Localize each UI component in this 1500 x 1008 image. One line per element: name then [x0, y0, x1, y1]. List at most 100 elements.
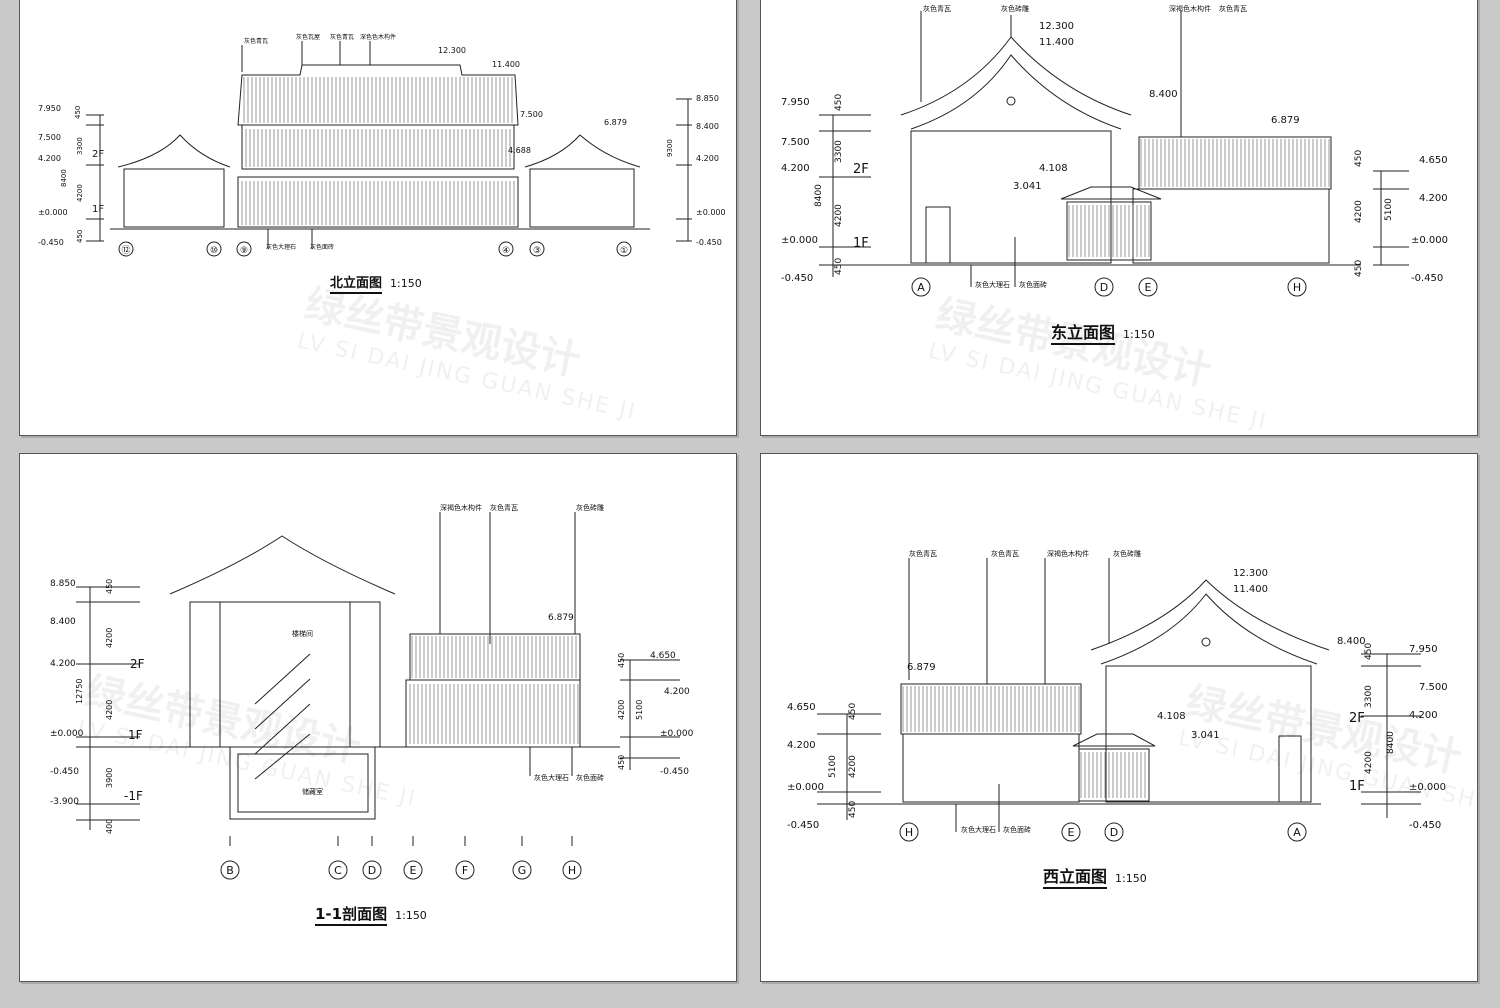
material-note: 灰色大理石 — [961, 825, 996, 834]
section-axis-markers: B C D E F G H — [220, 860, 582, 880]
level-label: 8.850 — [696, 94, 719, 103]
east-level-labels: 7.950 7.500 4.200 ±0.000 -0.450 4.650 4.… — [781, 21, 1448, 284]
level-label: ±0.000 — [50, 729, 84, 739]
dim-label: 3300 — [76, 137, 84, 155]
level-label: 12.300 — [438, 46, 466, 55]
north-dimension-labels: 450 3300 4200 8400 450 2F 1F 9300 — [60, 106, 674, 243]
dim-label: 5100 — [828, 755, 838, 778]
level-label: -0.450 — [1411, 273, 1443, 284]
drawing-title: 1-1剖面图 — [315, 905, 388, 926]
dim-label: 8400 — [1386, 731, 1396, 754]
drawing-title: 东立面图 — [1051, 323, 1116, 345]
material-note: 深褐色木构件 — [440, 503, 482, 512]
level-label: 11.400 — [1039, 37, 1074, 48]
north-level-labels: 7.950 7.500 4.200 ±0.000 -0.450 8.850 8.… — [38, 46, 726, 247]
level-label: 8.400 — [50, 617, 76, 627]
material-note: 灰色大理石 — [534, 773, 569, 782]
dim-label: 450 — [834, 94, 844, 111]
sheet-west-elevation: H E D A 6.879 4.650 4.200 ±0.000 -0.450 … — [760, 453, 1478, 982]
west-material-notes: 灰色青瓦 灰色青瓦 深褐色木构件 灰色砖雕 灰色大理石 灰色面砖 — [909, 549, 1141, 834]
axis-label: ① — [620, 246, 628, 256]
dim-label: 3300 — [1364, 685, 1374, 708]
sheet-section-1-1: B C D E F G H 8.850 8.400 4.200 ±0.000 -… — [19, 453, 737, 982]
axis-label: ③ — [533, 246, 541, 256]
sheet-east-elevation: A D E H 7.950 7.500 4.200 ±0.000 -0.450 … — [760, 0, 1478, 436]
level-label: -0.450 — [696, 238, 722, 247]
level-label: 4.200 — [781, 163, 810, 174]
east-elevation-drawing: A D E H 7.950 7.500 4.200 ±0.000 -0.450 … — [781, 4, 1448, 297]
level-label: 7.500 — [1419, 682, 1448, 693]
material-note: 灰色青瓦 — [244, 37, 268, 45]
dim-label: 400 — [105, 819, 114, 834]
level-label: 6.879 — [907, 662, 936, 673]
drawing-scale: 1:150 — [395, 909, 427, 922]
axis-label: A — [917, 281, 925, 294]
material-note: 灰色面砖 — [576, 773, 604, 782]
sheet-north-elevation: ⑫ ⑩ ⑨ ④ ③ ① 7.950 7.500 4.200 ±0.000 -0.… — [19, 0, 737, 436]
material-note: 灰色面砖 — [1019, 280, 1047, 289]
axis-label: E — [1145, 281, 1152, 294]
section-dimension-labels: 450 4200 4200 12750 3900 400 2F 1F -1F 4… — [75, 579, 644, 834]
material-note: 灰色面砖 — [1003, 825, 1031, 834]
level-label: 11.400 — [492, 60, 520, 69]
level-label: 3.041 — [1013, 181, 1042, 192]
section-level-labels: 8.850 8.400 4.200 ±0.000 -0.450 -3.900 4… — [50, 579, 694, 807]
level-label: 7.500 — [520, 110, 543, 119]
material-note: 灰色面砖 — [310, 243, 334, 251]
dim-label: 8400 — [814, 184, 824, 207]
level-label: 7.500 — [38, 133, 61, 142]
level-label: ±0.000 — [660, 729, 694, 739]
east-axis-markers: A D E H — [911, 277, 1307, 297]
level-label: 6.879 — [1271, 115, 1300, 126]
level-label: ±0.000 — [696, 208, 726, 217]
level-label: -3.900 — [50, 797, 79, 807]
section-drawing: B C D E F G H 8.850 8.400 4.200 ±0.000 -… — [50, 503, 694, 880]
dim-label: 5100 — [1384, 198, 1394, 221]
axis-label: A — [1293, 826, 1301, 839]
level-label: 4.200 — [50, 659, 76, 669]
level-label: 4.650 — [650, 651, 676, 661]
drawing-scale: 1:150 — [1115, 872, 1147, 885]
dim-label: 450 — [848, 801, 858, 818]
dim-label: 4200 — [617, 700, 626, 720]
dim-label: 450 — [1354, 150, 1364, 167]
dim-label: 450 — [848, 703, 858, 720]
material-note: 灰色青瓦 — [991, 549, 1019, 558]
material-note: 灰色大理石 — [975, 280, 1010, 289]
level-label: 6.879 — [548, 613, 574, 623]
level-label: ±0.000 — [787, 782, 824, 793]
level-label: 4.200 — [38, 154, 61, 163]
axis-label: H — [905, 826, 913, 839]
level-label: ±0.000 — [781, 235, 818, 246]
level-label: 6.879 — [604, 118, 627, 127]
floor-label: 2F — [853, 162, 869, 177]
west-dimension-labels: 450 4200 5100 450 450 3300 4200 8400 2F … — [828, 643, 1396, 818]
north-axis-markers: ⑫ ⑩ ⑨ ④ ③ ① — [118, 241, 632, 257]
level-label: -0.450 — [660, 767, 689, 777]
level-label: 4.650 — [1419, 155, 1448, 166]
level-label: 8.850 — [50, 579, 76, 589]
material-note: 灰色瓦屋 — [296, 33, 320, 41]
material-note: 灰色青瓦 — [330, 33, 354, 41]
dim-label: 3900 — [105, 768, 114, 788]
west-axis-markers: H E D A — [899, 822, 1307, 842]
floor-label: 2F — [92, 149, 104, 160]
material-note: 深褐色木构件 — [1047, 549, 1089, 558]
axis-label: H — [568, 864, 576, 877]
level-label: 4.200 — [1409, 710, 1438, 721]
axis-label: B — [226, 864, 234, 877]
level-label: -0.450 — [787, 820, 819, 831]
dim-label: 450 — [617, 653, 626, 668]
west-level-labels: 6.879 4.650 4.200 ±0.000 -0.450 7.950 7.… — [787, 568, 1448, 831]
room-label: 楼梯间 — [292, 629, 313, 638]
dim-label: 450 — [74, 106, 82, 119]
dim-label: 5100 — [635, 700, 644, 720]
level-label: -0.450 — [1409, 820, 1441, 831]
level-label: ±0.000 — [38, 208, 68, 217]
north-elevation-drawing: ⑫ ⑩ ⑨ ④ ③ ① 7.950 7.500 4.200 ±0.000 -0.… — [38, 33, 726, 257]
level-label: 4.200 — [787, 740, 816, 751]
material-note: 深色色木构件 — [360, 33, 396, 41]
dim-label: 4200 — [1364, 751, 1374, 774]
